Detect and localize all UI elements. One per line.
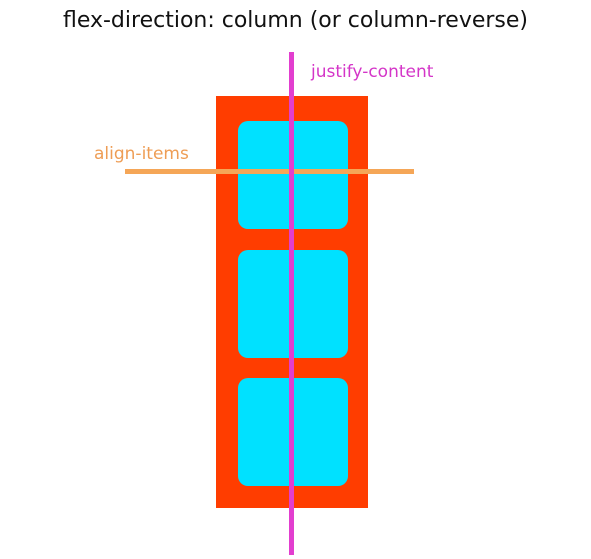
justify-content-label: justify-content (311, 62, 434, 82)
justify-content-axis-line (289, 52, 294, 555)
align-items-label: align-items (94, 144, 189, 164)
diagram-title: flex-direction: column (or column-revers… (62, 8, 529, 33)
align-items-axis-line (125, 169, 414, 174)
